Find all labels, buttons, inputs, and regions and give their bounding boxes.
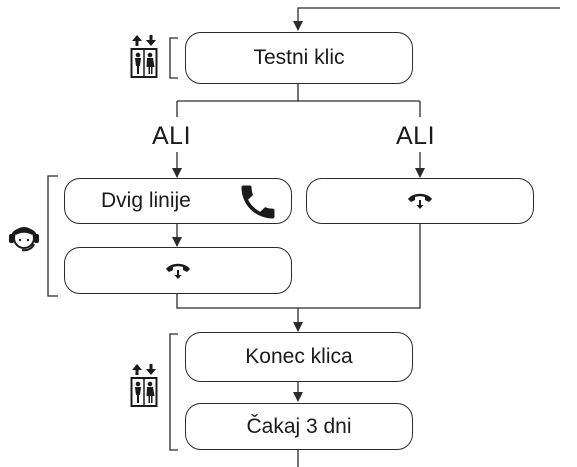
elevator-icon xyxy=(130,364,158,407)
phone-handset-icon xyxy=(241,185,275,219)
bottom-bracket xyxy=(169,333,178,451)
step-end-call: Konec klica xyxy=(185,332,413,382)
hang-up-icon xyxy=(166,263,190,279)
left-merge-line xyxy=(176,294,298,309)
operator-bracket xyxy=(47,175,58,297)
step-hang-up-right xyxy=(306,178,534,224)
step-hang-up-left xyxy=(64,247,292,294)
headset-operator-icon xyxy=(9,227,39,252)
step-lift-line: Dvig linije xyxy=(64,178,292,224)
step-wait: Čakaj 3 dni xyxy=(185,403,413,450)
branch-label-right: ALI xyxy=(396,122,436,150)
step-test-call-label: Testni klic xyxy=(253,46,345,69)
branch-label-left: ALI xyxy=(152,122,192,150)
top-bracket xyxy=(169,37,178,79)
step-end-call-label: Konec klica xyxy=(245,345,353,368)
right-merge-line xyxy=(298,224,421,309)
step-test-call: Testni klic xyxy=(185,32,413,84)
hang-up-icon xyxy=(408,193,432,209)
incoming-connector xyxy=(293,7,560,31)
step-lift-line-label: Dvig linije xyxy=(101,189,191,212)
step-wait-label: Čakaj 3 dni xyxy=(246,414,352,438)
elevator-icon xyxy=(130,35,158,78)
